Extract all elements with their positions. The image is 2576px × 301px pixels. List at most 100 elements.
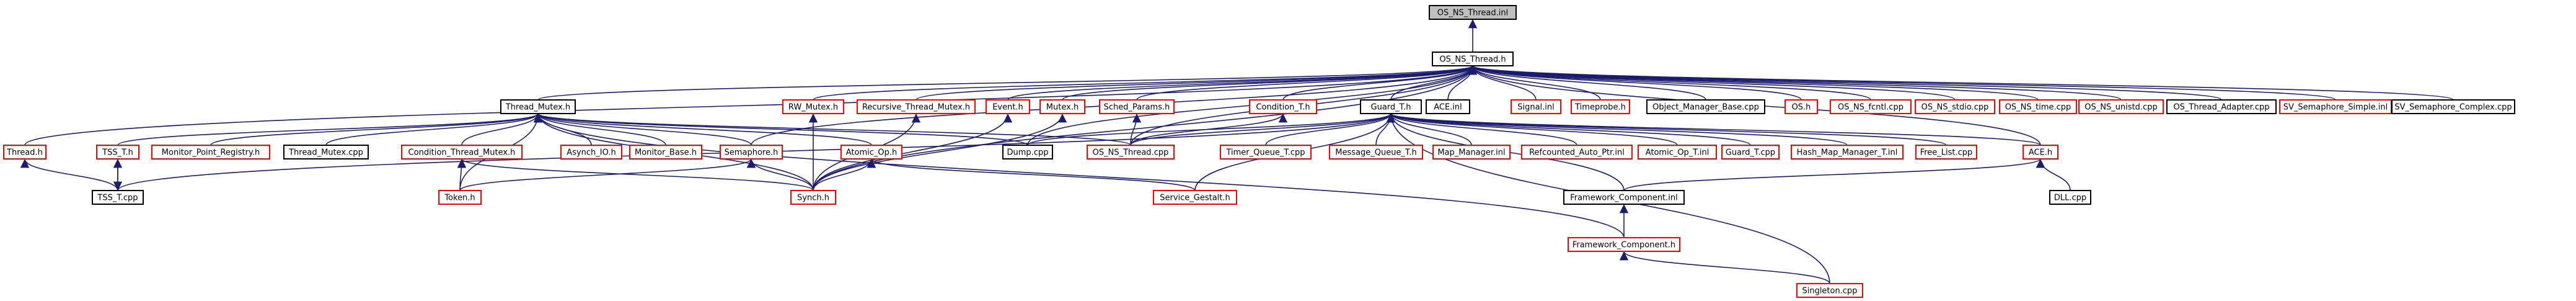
edge-monitor-base-h-to-thread-mutex-h xyxy=(533,113,666,146)
edge-os-thread-adapter-cpp-to-os-ns-thread-h xyxy=(1468,65,2222,101)
node-tss-t-h[interactable]: TSS_T.h xyxy=(96,145,139,159)
node-box xyxy=(720,145,783,159)
node-box xyxy=(2391,99,2515,114)
edge-os-ns-thread-cpp-to-sched-params-h xyxy=(1130,113,1142,146)
edge-tss-t-h-to-thread-mutex-h xyxy=(117,113,542,146)
node-os-ns-stdio-cpp[interactable]: OS_NS_stdio.cpp xyxy=(1915,99,1995,114)
node-label: ACE.inl xyxy=(1434,103,1462,112)
node-os-ns-fcntl-cpp[interactable]: OS_NS_fcntl.cpp xyxy=(1830,99,1912,114)
node-map-manager-inl[interactable]: Map_Manager.inl xyxy=(1432,145,1511,159)
node-condition-t-h[interactable]: Condition_T.h xyxy=(1249,99,1317,114)
node-token-h[interactable]: Token.h xyxy=(438,190,482,205)
edge-dump-cpp-to-guard-t-h xyxy=(1027,113,1395,146)
edge-condition-t-h-to-os-ns-thread-h xyxy=(1282,65,1478,101)
node-framework-component-inl[interactable]: Framework_Component.inl xyxy=(1563,190,1685,205)
node-label: Monitor_Base.h xyxy=(635,148,697,158)
edge-dump-cpp-to-thread-mutex-h xyxy=(534,113,1028,146)
node-box xyxy=(1791,145,1903,159)
node-sv-semaphore-complex-cpp[interactable]: SV_Semaphore_Complex.cpp xyxy=(2391,99,2515,114)
node-box xyxy=(1521,145,1633,159)
node-box xyxy=(1563,190,1685,205)
node-synch-h[interactable]: Synch.h xyxy=(790,190,836,205)
node-label: RW_Mutex.h xyxy=(788,103,838,112)
node-box xyxy=(1638,145,1717,159)
node-dump-cpp[interactable]: Dump.cpp xyxy=(1002,145,1053,159)
edge-os-ns-thread-cpp-to-guard-t-h xyxy=(1130,113,1395,146)
edge-synch-h-to-event-h xyxy=(813,113,1013,191)
node-sched-params-h[interactable]: Sched_Params.h xyxy=(1099,99,1175,114)
node-label: Monitor_Point_Registry.h xyxy=(162,148,260,158)
node-guard-t-h[interactable]: Guard_T.h xyxy=(1360,99,1422,114)
node-box xyxy=(790,190,836,205)
node-os-h[interactable]: OS.h xyxy=(1784,99,1818,114)
node-message-queue-t-h[interactable]: Message_Queue_T.h xyxy=(1329,145,1423,159)
node-box xyxy=(857,99,976,114)
node-os-ns-time-cpp[interactable]: OS_NS_time.cpp xyxy=(1999,99,2077,114)
node-box xyxy=(986,99,1030,114)
node-thread-mutex-h[interactable]: Thread_Mutex.h xyxy=(500,99,576,114)
node-label: TSS_T.h xyxy=(102,148,133,158)
node-label: Refcounted_Auto_Ptr.inl xyxy=(1529,148,1625,158)
node-ace-inl[interactable]: ACE.inl xyxy=(1426,99,1470,114)
node-asynch-io-h[interactable]: Asynch_IO.h xyxy=(560,145,622,159)
node-label: Recursive_Thread_Mutex.h xyxy=(862,103,970,112)
node-thread-h[interactable]: Thread.h xyxy=(3,145,46,159)
node-os-thread-adapter-cpp[interactable]: OS_Thread_Adapter.cpp xyxy=(2166,99,2277,114)
node-label: Guard_T.cpp xyxy=(1726,148,1775,158)
node-thread-mutex-cpp[interactable]: Thread_Mutex.cpp xyxy=(283,145,369,159)
edge-os-ns-stdio-cpp-to-os-ns-thread-h xyxy=(1468,65,1956,101)
node-atomic-op-t-inl[interactable]: Atomic_Op_T.inl xyxy=(1638,145,1717,159)
edge-object-manager-base-cpp-to-os-ns-thread-h xyxy=(1468,65,1706,101)
node-box xyxy=(2078,99,2164,114)
node-label: Asynch_IO.h xyxy=(567,148,615,158)
node-mutex-h[interactable]: Mutex.h xyxy=(1039,99,1085,114)
node-free-list-cpp[interactable]: Free_List.cpp xyxy=(1915,145,1977,159)
node-box xyxy=(1220,145,1312,159)
node-label: OS_NS_stdio.cpp xyxy=(1921,103,1989,112)
edge-rw-mutex-h-to-os-ns-thread-h xyxy=(813,65,1477,101)
node-dll-cpp[interactable]: DLL.cpp xyxy=(2049,190,2091,205)
node-label: Message_Queue_T.h xyxy=(1335,148,1416,158)
node-os-ns-thread-h[interactable]: OS_NS_Thread.h xyxy=(1432,52,1514,66)
edge-atomic-op-h-to-thread-mutex-h xyxy=(534,113,872,146)
node-monitor-base-h[interactable]: Monitor_Base.h xyxy=(629,145,702,159)
node-label: Thread_Mutex.cpp xyxy=(288,148,363,158)
node-os-ns-thread-cpp[interactable]: OS_NS_Thread.cpp xyxy=(1087,145,1175,159)
node-timeprobe-h[interactable]: Timeprobe.h xyxy=(1571,99,1630,114)
node-label: Mutex.h xyxy=(1046,103,1078,112)
node-box xyxy=(1360,99,1422,114)
node-guard-t-cpp[interactable]: Guard_T.cpp xyxy=(1721,145,1780,159)
node-rw-mutex-h[interactable]: RW_Mutex.h xyxy=(782,99,844,114)
node-label: OS.h xyxy=(1792,103,1811,112)
edge-synch-h-to-os-ns-thread-h xyxy=(813,65,1478,191)
node-framework-component-h[interactable]: Framework_Component.h xyxy=(1568,237,1680,252)
node-tss-t-cpp[interactable]: TSS_T.cpp xyxy=(92,190,144,205)
node-sv-semaphore-simple-inl[interactable]: SV_Semaphore_Simple.inl xyxy=(2279,99,2392,114)
node-os-ns-unistd-cpp[interactable]: OS_NS_unistd.cpp xyxy=(2078,99,2164,114)
node-label: Framework_Component.h xyxy=(1573,241,1675,250)
edge-service-gestalt-h-to-atomic-op-h xyxy=(867,158,1196,191)
node-condition-thread-mutex-h[interactable]: Condition_Thread_Mutex.h xyxy=(401,145,523,159)
node-singleton-cpp[interactable]: Singleton.cpp xyxy=(1796,283,1863,298)
node-timer-queue-t-cpp[interactable]: Timer_Queue_T.cpp xyxy=(1220,145,1312,159)
node-service-gestalt-h[interactable]: Service_Gestalt.h xyxy=(1153,190,1237,205)
node-label: Object_Manager_Base.cpp xyxy=(1652,103,1759,112)
node-box xyxy=(1249,99,1317,114)
node-semaphore-h[interactable]: Semaphore.h xyxy=(720,145,783,159)
node-box xyxy=(1721,145,1780,159)
node-hash-map-manager-t-inl[interactable]: Hash_Map_Manager_T.inl xyxy=(1791,145,1903,159)
node-atomic-op-h[interactable]: Atomic_Op.h xyxy=(840,145,902,159)
node-refcounted-auto-ptr-inl[interactable]: Refcounted_Auto_Ptr.inl xyxy=(1521,145,1633,159)
edge-layer xyxy=(20,19,2454,284)
edge-synch-h-to-mutex-h xyxy=(813,113,1067,191)
node-event-h[interactable]: Event.h xyxy=(986,99,1030,114)
node-label: Free_List.cpp xyxy=(1920,148,1973,158)
edge-thread-mutex-h-to-os-ns-thread-h xyxy=(537,65,1477,101)
node-monitor-point-registry-h[interactable]: Monitor_Point_Registry.h xyxy=(151,145,270,159)
node-signal-inl[interactable]: Signal.inl xyxy=(1511,99,1561,114)
node-ace-h[interactable]: ACE.h xyxy=(2022,145,2058,159)
edge-framework-component-h-to-thread-mutex-h xyxy=(534,113,1625,238)
node-recursive-thread-mutex-h[interactable]: Recursive_Thread_Mutex.h xyxy=(857,99,976,114)
node-os-ns-thread-inl[interactable]: OS_NS_Thread.inl xyxy=(1429,5,1517,20)
node-object-manager-base-cpp[interactable]: Object_Manager_Base.cpp xyxy=(1646,99,1765,114)
